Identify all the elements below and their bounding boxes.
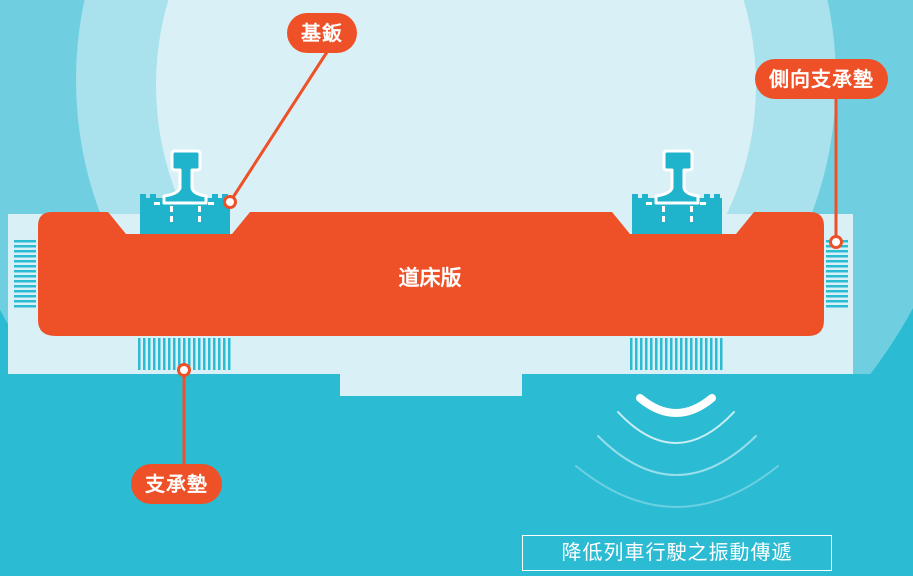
lateral-pad-left (14, 240, 36, 308)
label-base-plate: 基鈑 (287, 13, 357, 53)
vibration-waves (575, 394, 779, 508)
label-track-slab: 道床版 (398, 266, 462, 290)
leader-dots (177, 195, 843, 377)
label-lateral-bearing-pad: 側向支承墊 (755, 59, 888, 99)
vibration-wave-4 (575, 465, 779, 508)
caption-box: 降低列車行駛之振動傳遞 (522, 535, 832, 571)
vibration-wave-2 (617, 411, 735, 444)
leader-lines (182, 51, 838, 464)
foundation-bed-step (340, 370, 522, 396)
bearing-pad-right (630, 338, 723, 370)
vibration-wave-1 (636, 394, 716, 417)
rail-fastener-left (140, 149, 230, 234)
track-slab (38, 212, 824, 336)
dot-lateral-pad (829, 235, 843, 249)
dot-bearing-pad (177, 363, 191, 377)
rail-right (654, 149, 700, 205)
label-bearing-pad: 支承墊 (131, 464, 222, 504)
dot-base-plate (223, 195, 237, 209)
rail-left (162, 149, 208, 205)
rail-fastener-right (632, 149, 722, 234)
bearing-pad-left (138, 338, 231, 370)
vibration-wave-3 (597, 435, 757, 476)
leader-base-plate (228, 51, 329, 203)
